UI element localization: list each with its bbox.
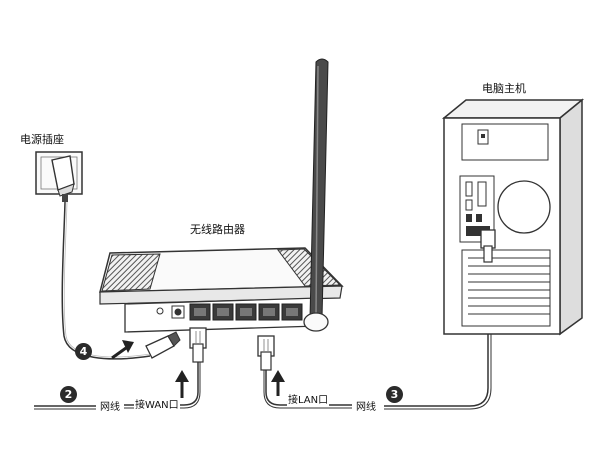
arrow-to-wan-port-icon [175,370,189,398]
pc-lan-connector-icon [480,229,496,263]
cable-label-right: 网线 [355,401,377,414]
cable-label-left: 网线 [99,401,121,414]
power-socket-label: 电源插座 [20,133,64,146]
router-label: 无线路由器 [190,223,245,236]
arrow-to-power-port-icon [111,340,134,360]
lan-port-label: 接LAN口 [287,394,330,407]
wan-cable-connector-icon [189,327,207,363]
step-4-badge: 4 [75,343,92,360]
wan-cable [124,362,199,406]
lan-cable [265,370,352,406]
step-3-badge: 3 [386,386,403,403]
lan-cable-connector-icon [257,335,275,371]
step-2-badge: 2 [60,386,77,403]
power-adapter-icon [51,155,75,202]
computer-tower [441,98,585,336]
computer-label: 电脑主机 [482,82,526,95]
router-body [99,247,344,333]
antenna-icon [303,58,329,332]
arrow-to-lan-port-icon [271,370,285,396]
dc-plug-icon [145,331,181,359]
wan-port-label: 接WAN口 [134,399,180,412]
